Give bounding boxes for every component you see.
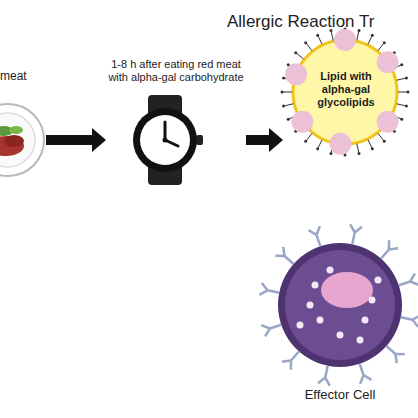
glycolipid-spike bbox=[318, 36, 322, 44]
ige-antibody bbox=[275, 247, 293, 264]
node-label: 1-8 h after eating red meat with alpha-g… bbox=[106, 58, 246, 84]
ige-antibody bbox=[381, 240, 398, 258]
glycolipid-spike bbox=[306, 44, 312, 51]
glycolipid-head bbox=[407, 91, 410, 94]
glycolipid-head bbox=[294, 51, 297, 54]
ige-antibody bbox=[309, 226, 321, 246]
ige-antibody bbox=[261, 325, 281, 337]
ige-antibody bbox=[350, 224, 362, 244]
glycolipid-head bbox=[405, 76, 408, 79]
lipid-particle bbox=[281, 28, 410, 157]
granule bbox=[357, 337, 364, 344]
granule bbox=[297, 322, 304, 329]
ige-antibody bbox=[399, 274, 418, 286]
meat-plate-node: meat bbox=[0, 65, 46, 215]
lipid-particle-node: Lipid with alpha-gal glycolipids bbox=[283, 30, 408, 180]
protein-blob bbox=[377, 51, 399, 73]
ige-antibody bbox=[360, 364, 372, 384]
glycolipid-spike bbox=[357, 32, 359, 41]
watch-icon bbox=[133, 95, 203, 185]
glycolipid-head bbox=[371, 147, 374, 150]
glycolipid-head bbox=[400, 63, 403, 66]
granule bbox=[375, 277, 382, 284]
glycolipid-spike bbox=[318, 140, 322, 148]
protein-blob bbox=[334, 29, 356, 51]
block-arrow bbox=[46, 128, 106, 152]
glycolipid-head bbox=[316, 147, 319, 150]
granule bbox=[307, 302, 314, 309]
block-arrow bbox=[246, 128, 283, 152]
glycolipid-spike bbox=[285, 104, 294, 106]
arrow-shape bbox=[46, 128, 106, 152]
glycolipid-head bbox=[304, 140, 307, 143]
effector-cell-node: Effector Cell bbox=[265, 235, 415, 413]
ige-antibody bbox=[282, 351, 299, 369]
node-label: meat bbox=[0, 69, 46, 83]
glycolipid-head bbox=[287, 118, 290, 121]
protein-blob bbox=[377, 111, 399, 133]
glycolipid-spike bbox=[357, 144, 359, 153]
glycolipid-head bbox=[400, 118, 403, 121]
granule bbox=[317, 317, 324, 324]
glycolipid-head bbox=[282, 105, 285, 108]
glycolipid-spike bbox=[306, 133, 312, 140]
protein-blob bbox=[291, 111, 313, 133]
glycolipid-spike bbox=[378, 44, 384, 51]
glycolipid-head bbox=[383, 140, 386, 143]
glycolipid-spike bbox=[397, 104, 406, 106]
glycolipid-spike bbox=[398, 92, 407, 93]
time-delay-node: 1-8 h after eating red meat with alpha-g… bbox=[106, 55, 246, 225]
ige-antibody bbox=[318, 366, 330, 386]
glycolipid-head bbox=[371, 34, 374, 37]
glycolipid-spike bbox=[368, 140, 372, 148]
arrow-shape bbox=[246, 128, 283, 152]
ige-antibody bbox=[259, 283, 279, 295]
glycolipid-spike bbox=[368, 36, 372, 44]
ige-antibody bbox=[386, 346, 404, 363]
glycolipid-head bbox=[358, 152, 361, 155]
diagram-title: Allergic Reaction Tr bbox=[227, 12, 374, 32]
glycolipid-spike bbox=[397, 78, 406, 80]
granule bbox=[337, 332, 344, 339]
effector-cell-art bbox=[259, 224, 418, 385]
ige-antibody bbox=[401, 315, 418, 327]
glycolipid-spike bbox=[283, 92, 292, 93]
glycolipid-head bbox=[405, 105, 408, 108]
glycolipid-spike bbox=[378, 133, 384, 140]
glycolipid-head bbox=[329, 152, 332, 155]
glycolipid-head bbox=[316, 34, 319, 37]
granule bbox=[362, 317, 369, 324]
glycolipid-spike bbox=[297, 53, 304, 59]
granule bbox=[369, 297, 376, 304]
granule bbox=[327, 267, 334, 274]
meat-plate bbox=[0, 104, 44, 176]
glycolipid-spike bbox=[331, 32, 333, 41]
protein-blob bbox=[285, 63, 307, 85]
node-label: Lipid with alpha-gal glycolipids bbox=[310, 70, 382, 110]
node-label: Effector Cell bbox=[265, 387, 415, 403]
glycolipid-head bbox=[383, 41, 386, 44]
glycolipid-head bbox=[281, 91, 284, 94]
glycolipid-head bbox=[304, 41, 307, 44]
granule bbox=[312, 282, 319, 289]
glycolipid-head bbox=[282, 76, 285, 79]
protein-blob bbox=[329, 133, 351, 155]
